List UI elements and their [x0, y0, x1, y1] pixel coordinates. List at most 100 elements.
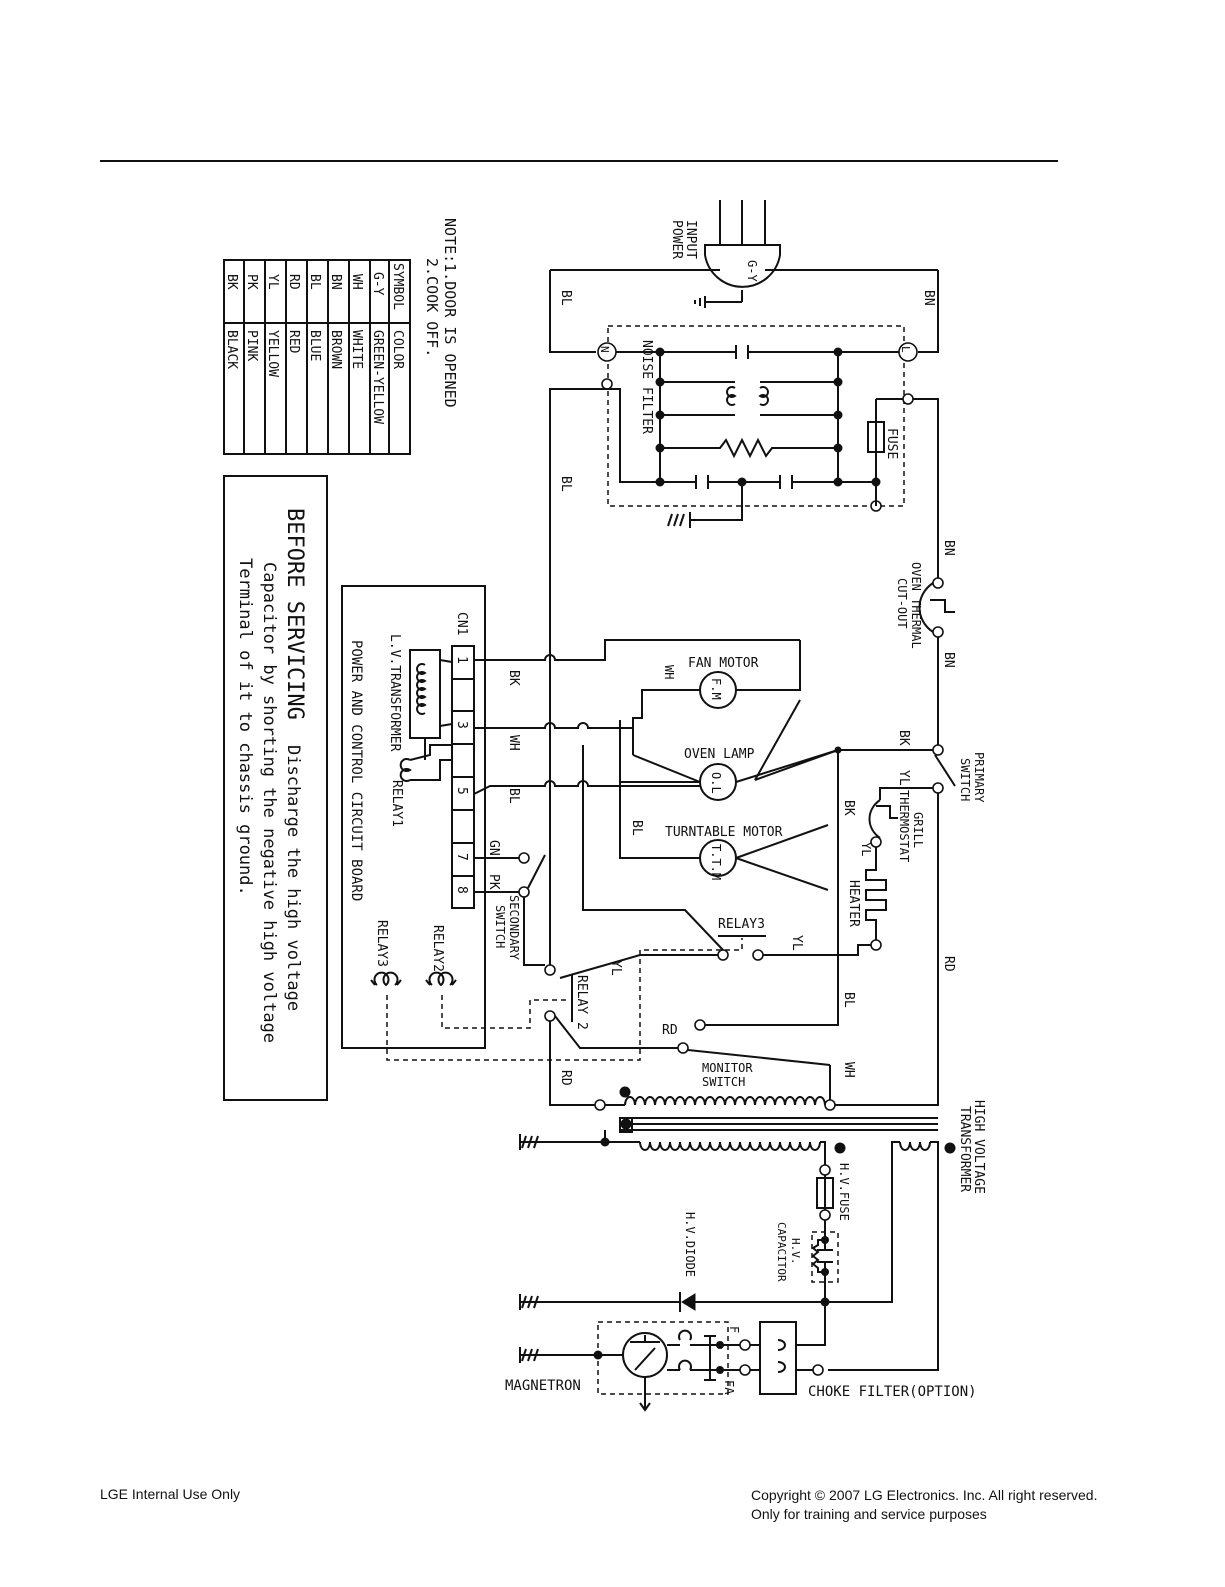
- hv-transformer-label-2: TRANSFORMER: [957, 1106, 972, 1192]
- oven-thermal-label-2: CUT-OUT: [895, 578, 909, 629]
- primary-switch: PRIMARY SWITCH: [932, 744, 986, 803]
- secondary-switch-label-2: SWITCH: [493, 905, 507, 948]
- cn1-pin7: 7: [454, 853, 469, 861]
- hv-ground-icon-1: [519, 1134, 539, 1150]
- fan-motor: FAN MOTOR F.M WH: [632, 640, 801, 755]
- wire-label-bl-ms: BL: [841, 992, 856, 1008]
- hv-capacitor-label-2: CAPACITOR: [775, 1222, 788, 1282]
- thermostat-label: THERMOSTAT: [897, 790, 911, 862]
- cn1-pin8: 8: [454, 886, 469, 894]
- oven-thermal-label-1: OVEN THERMAL: [909, 562, 923, 649]
- fm-label: F.M: [709, 678, 723, 700]
- magnetron-ground-icon: [519, 1347, 539, 1363]
- table-symbol-bn: BN: [328, 274, 343, 290]
- pcb-label: POWER AND CONTROL CIRCUIT BOARD: [348, 640, 364, 901]
- filament-winding-icon: [899, 1141, 931, 1151]
- table-symbol-yl: YL: [265, 274, 280, 290]
- table-symbol-bl: BL: [307, 274, 322, 290]
- noise-filter-coil-icon: [726, 386, 769, 406]
- wire-label-gn: GN: [486, 840, 501, 856]
- choke-filter-label: CHOKE FILTER(OPTION): [808, 1384, 977, 1400]
- terminal-l-label: L: [899, 346, 912, 353]
- hv-diode-icon: [681, 1293, 696, 1311]
- wire-label-yl-heater: YL: [789, 935, 804, 951]
- table-color-rd: RED: [286, 330, 301, 354]
- fuse-label: FUSE: [884, 428, 899, 459]
- table-color-bk: BLACK: [224, 330, 239, 369]
- hv-diode-label: H.V.DIODE: [683, 1212, 697, 1277]
- relay-2-label: RELAY 2: [574, 975, 589, 1030]
- oven-lamp-label: OVEN LAMP: [684, 747, 755, 762]
- relay1-label: RELAY1: [389, 780, 404, 827]
- oven-thermal-cutout: OVEN THERMAL CUT-OUT: [895, 562, 955, 649]
- hv-capacitor-label-1: H.V.: [789, 1238, 802, 1265]
- monitor-switch-label-2: SWITCH: [702, 1075, 745, 1089]
- monitor-switch: MONITOR SWITCH WH: [677, 1042, 856, 1100]
- hv-capacitor: H.V. CAPACITOR: [775, 1220, 839, 1302]
- table-symbol-gy: G-Y: [370, 272, 385, 296]
- table-color-pk: PINK: [244, 330, 259, 361]
- magnetron: MAGNETRON F FA: [505, 1321, 741, 1412]
- fan-motor-label: FAN MOTOR: [688, 656, 759, 671]
- hv-ground-icon-2: [519, 1294, 539, 1310]
- wire-label-rd-right: RD: [941, 956, 956, 972]
- wire-label-rd-bottom: RD: [558, 1070, 573, 1086]
- wire-label-pk: PK: [486, 874, 501, 890]
- wire-label-wh-cn1: WH: [506, 735, 521, 751]
- wire-label-wh-fan: WH: [662, 665, 676, 679]
- relay2-coil-icon: [425, 971, 457, 987]
- magnetron-filament-icon: [678, 1329, 692, 1371]
- table-color-gy: GREEN-YELLOW: [370, 330, 385, 424]
- footer-copyright: Copyright © 2007 LG Electronics. Inc. Al…: [751, 1486, 1097, 1524]
- magnetron-fa-label: FA: [722, 1380, 736, 1395]
- primary-switch-label-1: PRIMARY: [972, 752, 986, 803]
- heater: HEATER: [846, 847, 887, 951]
- wire-label-bk-ps: BK: [896, 730, 911, 746]
- wire-label-wh-ms: WH: [841, 1062, 856, 1078]
- relay2-contact: RELAY 2: [544, 975, 589, 1030]
- thermal-cutout-icon: [918, 582, 955, 633]
- table-color-bl: BLUE: [307, 330, 322, 361]
- monitor-switch-label-1: MONITOR: [702, 1061, 753, 1075]
- power-control-board: POWER AND CONTROL CIRCUIT BOARD CN1 1 3 …: [341, 585, 743, 1061]
- secondary-switch-label-1: SECONDARY: [507, 895, 521, 961]
- grill-thermostat-icon: [868, 799, 898, 839]
- warning-line3: Terminal of it to chassis ground.: [235, 558, 255, 896]
- table-symbol-rd: RD: [286, 274, 301, 290]
- table-header-symbol: SYMBOL: [390, 263, 405, 310]
- noise-filter: NOISE FILTER N L FUSE: [597, 325, 918, 528]
- color-table: SYMBOL COLOR G-Y GREEN-YELLOW WH WHITE B…: [223, 259, 411, 455]
- earth-icon: [694, 296, 742, 308]
- wire-label-bn-1: BN: [941, 540, 956, 556]
- wire-label-rd-relay: RD: [662, 1023, 678, 1038]
- cn1-pin5: 5: [454, 787, 469, 795]
- input-power-label-2: POWER: [669, 220, 684, 259]
- cn1-pin3: 3: [454, 721, 469, 729]
- wire-label-bn-top: BN: [921, 290, 936, 306]
- grill-thermostat: YL GRILL THERMOSTAT: [868, 770, 933, 862]
- relay2-label: RELAY2: [430, 925, 445, 972]
- wire-label-yl-relay: YL: [608, 960, 623, 976]
- note-line1: NOTE:1.DOOR IS OPENED: [441, 218, 459, 408]
- cn1-label: CN1: [454, 612, 469, 635]
- table-symbol-wh: WH: [349, 274, 364, 290]
- note-line2: 2.COOK OFF.: [423, 258, 441, 357]
- ttm-label: T.T.M: [709, 844, 723, 880]
- primary-winding-icon: [624, 1096, 826, 1106]
- wire-label-bl-top: BL: [558, 290, 573, 306]
- warning-title: BEFORE SERVICING: [282, 508, 307, 720]
- wire-label-bl-n: BL: [558, 476, 573, 492]
- table-header-color: COLOR: [390, 330, 405, 369]
- wire-label-bl-cn1: BL: [506, 788, 521, 804]
- table-color-bn: BROWN: [328, 330, 343, 369]
- input-power-label-1: INPUT: [683, 220, 698, 259]
- hv-diode: H.V.DIODE: [519, 1212, 825, 1312]
- magnetron-f-label: F: [727, 1326, 741, 1333]
- turntable-motor-label: TURNTABLE MOTOR: [665, 825, 783, 840]
- relay3-contact-label: RELAY3: [718, 917, 765, 932]
- ol-label: O.L: [709, 772, 723, 794]
- wire-label-yl-h: YL: [859, 842, 873, 856]
- noise-filter-ground-icon: [667, 512, 691, 528]
- header-rule: [100, 160, 1058, 162]
